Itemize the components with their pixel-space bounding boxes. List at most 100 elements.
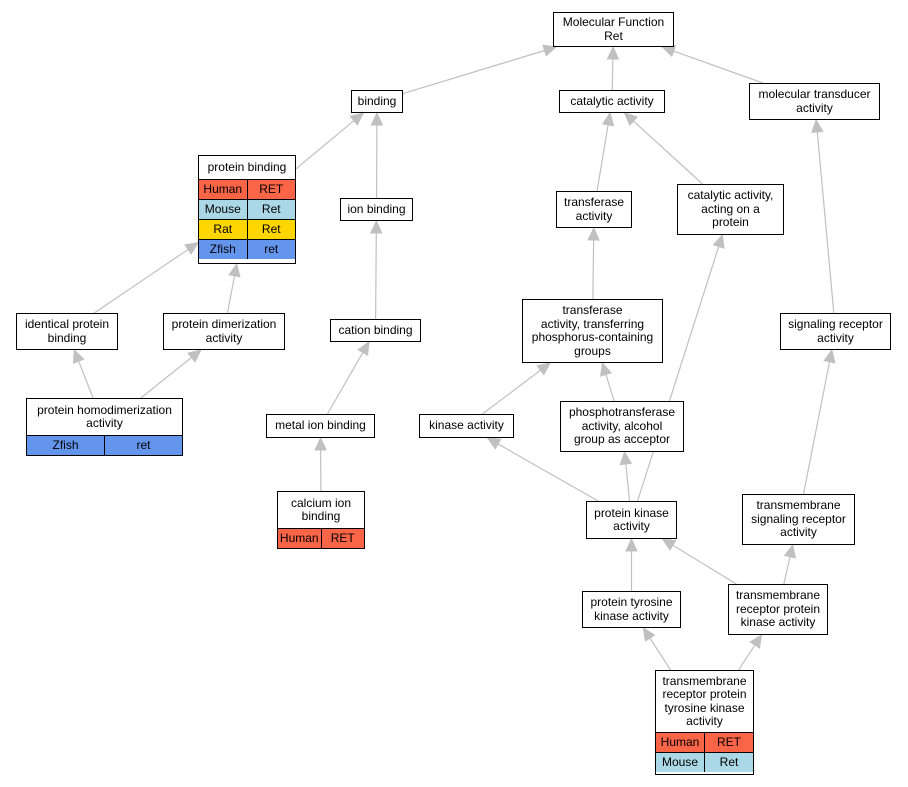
gene-cell: RET — [246, 180, 296, 199]
edge-homodimer-to-dimerization — [140, 357, 192, 399]
edge-tm_rpk-to-protein_kinase — [672, 544, 737, 585]
gene-row-human: Human RET — [656, 732, 753, 752]
node-label: metal ion binding — [275, 418, 366, 433]
edge-protein_kinase-to-phosphotransferase — [625, 463, 631, 502]
node-kinase-activity[interactable]: kinase activity — [419, 414, 514, 438]
node-cation-binding[interactable]: cation binding — [330, 319, 421, 342]
arrowhead-dimerization-to-protein_binding — [228, 262, 241, 278]
edge-tm_rpk-to-tm_sig_receptor — [783, 556, 791, 585]
arrowhead-protein_kinase-to-cat_protein — [712, 233, 725, 249]
node-transferase-activity[interactable]: transferase activity — [556, 191, 632, 228]
gene-cell: ret — [246, 240, 296, 259]
gene-row-mouse: Mouse Ret — [199, 199, 295, 219]
node-label: transferase activity — [563, 195, 625, 223]
node-transmembrane-receptor-protein-tyrosine-kinase[interactable]: transmembrane receptor protein tyrosine … — [655, 670, 754, 775]
edge-phosphotransferase-to-transfer_phos — [605, 374, 615, 402]
node-label: kinase activity — [429, 418, 504, 433]
node-signaling-receptor-activity[interactable]: signaling receptor activity — [780, 313, 891, 350]
node-molecular-transducer-activity[interactable]: molecular transducer activity — [749, 83, 880, 120]
node-transmembrane-receptor-protein-kinase[interactable]: transmembrane receptor protein kinase ac… — [728, 584, 828, 635]
edge-tm_rptk-to-tm_rpk — [738, 644, 756, 671]
arrowhead-protein_binding-to-binding — [349, 112, 365, 126]
arrowhead-kinase-to-transfer_phos — [536, 362, 552, 376]
arrowhead-ion_binding-to-binding — [370, 111, 384, 126]
edge-protein_kinase-to-cat_protein — [636, 246, 720, 502]
species-cell: Zfish — [52, 437, 79, 452]
edge-protein_kinase-to-kinase — [497, 443, 599, 502]
species-cell: Human — [203, 181, 243, 196]
arrowhead-cation-to-ion_binding — [370, 219, 383, 234]
node-label: cation binding — [338, 322, 413, 337]
node-label: ion binding — [347, 201, 406, 216]
node-ion-binding[interactable]: ion binding — [340, 198, 413, 221]
node-label: catalytic activity, acting on a protein — [687, 188, 774, 230]
node-label: signaling receptor activity — [788, 317, 883, 345]
arrowhead-transfer_phos-to-transferase — [587, 226, 600, 241]
arrowhead-sig_receptor-to-transducer — [811, 118, 824, 134]
arrowhead-protein_kinase-to-phosphotransferase — [619, 450, 633, 466]
node-label: protein homodimerization activity — [37, 402, 172, 430]
gene-cell: Ret — [246, 200, 296, 219]
node-protein-tyrosine-kinase-activity[interactable]: protein tyrosine kinase activity — [582, 591, 681, 628]
node-transmembrane-signaling-receptor[interactable]: transmembrane signaling receptor activit… — [742, 494, 855, 545]
gene-cell: ret — [104, 436, 182, 455]
arrowhead-tm_rptk-to-tm_rpk — [749, 633, 763, 649]
node-label: transmembrane receptor protein kinase ac… — [735, 588, 821, 630]
arrowhead-transferase-to-catalytic — [601, 111, 615, 127]
node-label: protein binding — [207, 159, 287, 174]
node-protein-dimerization-activity[interactable]: protein dimerization activity — [163, 313, 285, 350]
edge-kinase-to-transfer_phos — [482, 369, 541, 415]
arrowhead-phosphotransferase-to-transfer_phos — [600, 361, 613, 377]
arrowhead-tm_rpk-to-tm_sig_receptor — [783, 543, 797, 559]
gene-row-zfish: Zfish ret — [27, 435, 182, 455]
species-cell: Human — [660, 734, 700, 749]
node-label: identical protein binding — [24, 317, 110, 345]
arrowhead-calcium-to-metal — [314, 436, 327, 451]
node-protein-homodimerization-activity[interactable]: protein homodimerization activity Zfish … — [26, 398, 183, 456]
gene-cell: RET — [704, 733, 753, 752]
arrowhead-tm_sig_receptor-to-sig_receptor — [823, 348, 836, 364]
node-binding[interactable]: binding — [351, 90, 403, 113]
edge-tm_rptk-to-ptk — [649, 637, 672, 671]
arrowhead-identical-to-protein_binding — [184, 242, 199, 255]
gene-row-rat: Rat Ret — [199, 219, 295, 239]
edge-transfer_phos-to-transferase — [592, 239, 595, 300]
gene-row-human: Human RET — [278, 528, 364, 548]
node-identical-protein-binding[interactable]: identical protein binding — [16, 313, 118, 350]
node-protein-binding[interactable]: protein binding Human RET Mouse Ret Rat … — [198, 155, 296, 264]
node-label: protein tyrosine kinase activity — [590, 595, 673, 623]
arrowhead-tm_rpk-to-protein_kinase — [661, 538, 677, 551]
node-label: molecular transducer activity — [758, 87, 871, 115]
edge-binding-to-mf — [402, 49, 545, 95]
node-label: phosphotransferase activity, alcohol gro… — [568, 405, 676, 447]
node-label: catalytic activity — [570, 93, 654, 108]
edge-cation-to-ion_binding — [374, 232, 377, 320]
node-phosphotransferase-alcohol-acceptor[interactable]: phosphotransferase activity, alcohol gro… — [560, 401, 684, 452]
node-label: calcium ion binding — [290, 495, 352, 523]
node-label: protein dimerization activity — [171, 317, 277, 345]
node-label: Molecular Function Ret — [562, 15, 665, 43]
node-transferase-transferring-phosphorus[interactable]: transferase activity, transferring phosp… — [522, 299, 663, 363]
species-cell: Human — [279, 530, 319, 545]
node-molecular-function[interactable]: Molecular Function Ret — [553, 12, 674, 47]
node-metal-ion-binding[interactable]: metal ion binding — [266, 414, 375, 438]
gene-row-zfish: Zfish ret — [199, 239, 295, 259]
edge-transferase-to-catalytic — [596, 124, 609, 192]
arrowhead-homodimer-to-identical — [72, 348, 85, 364]
arrowhead-cat_protein-to-catalytic — [623, 112, 639, 127]
node-protein-kinase-activity[interactable]: protein kinase activity — [586, 501, 677, 539]
arrowhead-transducer-to-mf — [661, 45, 677, 58]
species-cell: Zfish — [209, 241, 236, 256]
node-catalytic-activity[interactable]: catalytic activity — [559, 90, 665, 113]
arrowhead-metal-to-cation — [357, 340, 370, 356]
node-calcium-ion-binding[interactable]: calcium ion binding Human RET — [277, 491, 365, 549]
edge-catalytic-to-mf — [611, 58, 614, 91]
node-catalytic-activity-acting-on-protein[interactable]: catalytic activity, acting on a protein — [677, 184, 784, 235]
edge-protein_binding-to-binding — [295, 120, 355, 170]
gene-cell: Ret — [704, 753, 753, 772]
edge-identical-to-protein_binding — [93, 248, 189, 314]
gene-cell: RET — [320, 529, 365, 548]
edge-metal-to-cation — [326, 352, 364, 415]
arrowhead-binding-to-mf — [542, 44, 558, 57]
